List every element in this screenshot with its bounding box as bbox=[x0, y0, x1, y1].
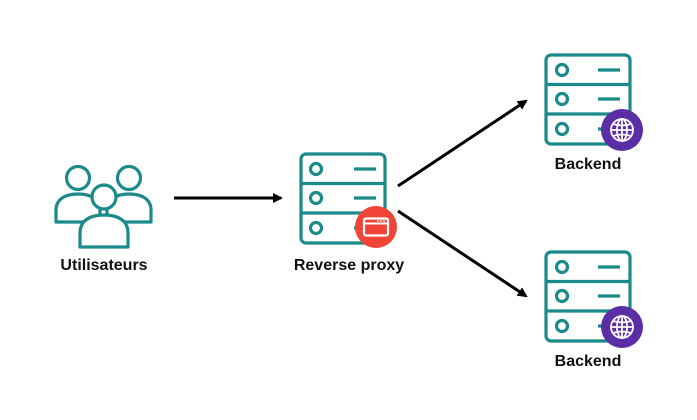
backend-bottom-label: Backend bbox=[554, 353, 622, 370]
users-label: Utilisateurs bbox=[60, 257, 148, 274]
users-group-icon bbox=[54, 164, 153, 249]
browser-window-icon bbox=[355, 206, 397, 248]
reverse-proxy-label: Reverse proxy bbox=[293, 257, 405, 274]
globe-icon bbox=[601, 306, 643, 348]
backend-top-label: Backend bbox=[554, 156, 622, 173]
arrow-proxy-to-backend-top bbox=[397, 99, 528, 188]
arrow-proxy-to-backend-bottom bbox=[397, 209, 528, 298]
globe-icon bbox=[601, 109, 643, 151]
